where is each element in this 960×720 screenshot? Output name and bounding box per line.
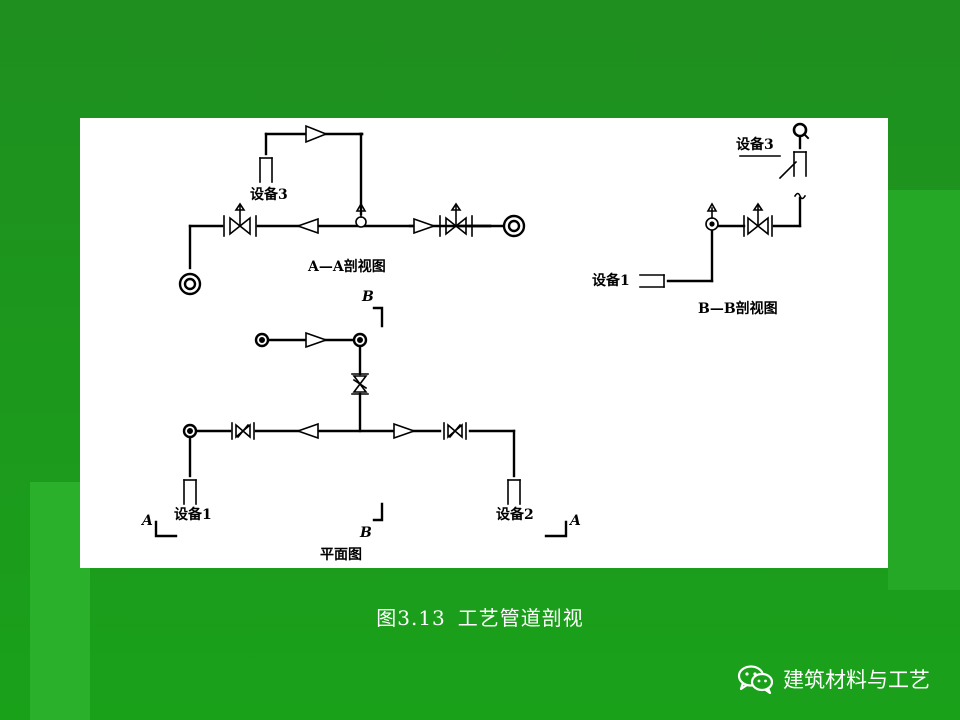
aa-section-pipes — [188, 132, 504, 270]
aa-top-check-valve — [305, 124, 329, 144]
plan-check-valve-reverse — [295, 422, 319, 440]
aa-check-valve-forward — [413, 217, 437, 235]
figure-title: 工艺管道剖视 — [457, 606, 584, 630]
brand-name: 建筑材料与工艺 — [783, 668, 930, 692]
plan-view-title: 平面图 — [320, 547, 362, 563]
section-letter-a-left: A — [142, 513, 153, 529]
bb-break-mark — [793, 192, 807, 200]
section-letter-b-bottom: B — [360, 525, 372, 541]
bb-valve — [743, 202, 773, 237]
bb-tee-valve — [705, 202, 719, 231]
aa-device3-label: 设备3 — [250, 187, 288, 203]
bb-top-end — [792, 122, 810, 140]
aa-device3-nozzle — [259, 157, 273, 183]
bb-device1-nozzle — [639, 274, 665, 288]
plan-check-valve-forward — [393, 422, 417, 440]
plan-device2-nozzle — [507, 479, 521, 505]
plan-device1-nozzle — [183, 479, 197, 505]
brand-watermark: 建筑材料与工艺 — [737, 664, 930, 694]
section-letter-a-right: A — [570, 513, 581, 529]
bb-device3-label: 设备3 — [736, 137, 774, 153]
section-mark-a-right — [544, 520, 568, 538]
plan-top-check-valve — [305, 331, 329, 349]
aa-end-left — [178, 272, 202, 296]
section-mark-a-left — [154, 520, 178, 538]
plan-device2-label: 设备2 — [496, 507, 534, 523]
aa-valve-right — [439, 202, 473, 237]
diagram-panel: 设备3 A—A剖视图 B 设备1 设备2 A A B 平面图 设备3 设备1 B… — [80, 118, 888, 568]
plan-vertical-valve — [351, 373, 369, 395]
plan-device1-label: 设备1 — [174, 507, 212, 523]
aa-end-right — [502, 214, 526, 238]
plan-right-valve — [443, 422, 467, 440]
plan-pipes — [188, 338, 516, 478]
aa-check-valve-reverse — [295, 217, 319, 235]
figure-number: 图3.13 — [376, 606, 446, 630]
plan-top-right-node — [352, 332, 368, 348]
bb-section-title: B—B剖视图 — [698, 301, 778, 317]
aa-valve-left — [223, 202, 257, 237]
section-letter-b-top: B — [362, 289, 374, 305]
section-mark-b-bottom — [372, 502, 384, 522]
wechat-icon — [737, 665, 774, 694]
figure-caption: 图3.13 工艺管道剖视 — [0, 602, 960, 631]
bb-device1-label: 设备1 — [592, 273, 630, 289]
aa-section-title: A—A剖视图 — [308, 259, 386, 275]
aa-tee-valve — [355, 202, 367, 228]
plan-left-valve — [231, 422, 255, 440]
plan-left-node — [182, 423, 198, 439]
piping-diagram — [154, 122, 810, 538]
plan-top-left-end — [254, 332, 270, 348]
bb-device3-nozzle — [739, 151, 807, 180]
section-mark-b-top — [372, 306, 384, 328]
